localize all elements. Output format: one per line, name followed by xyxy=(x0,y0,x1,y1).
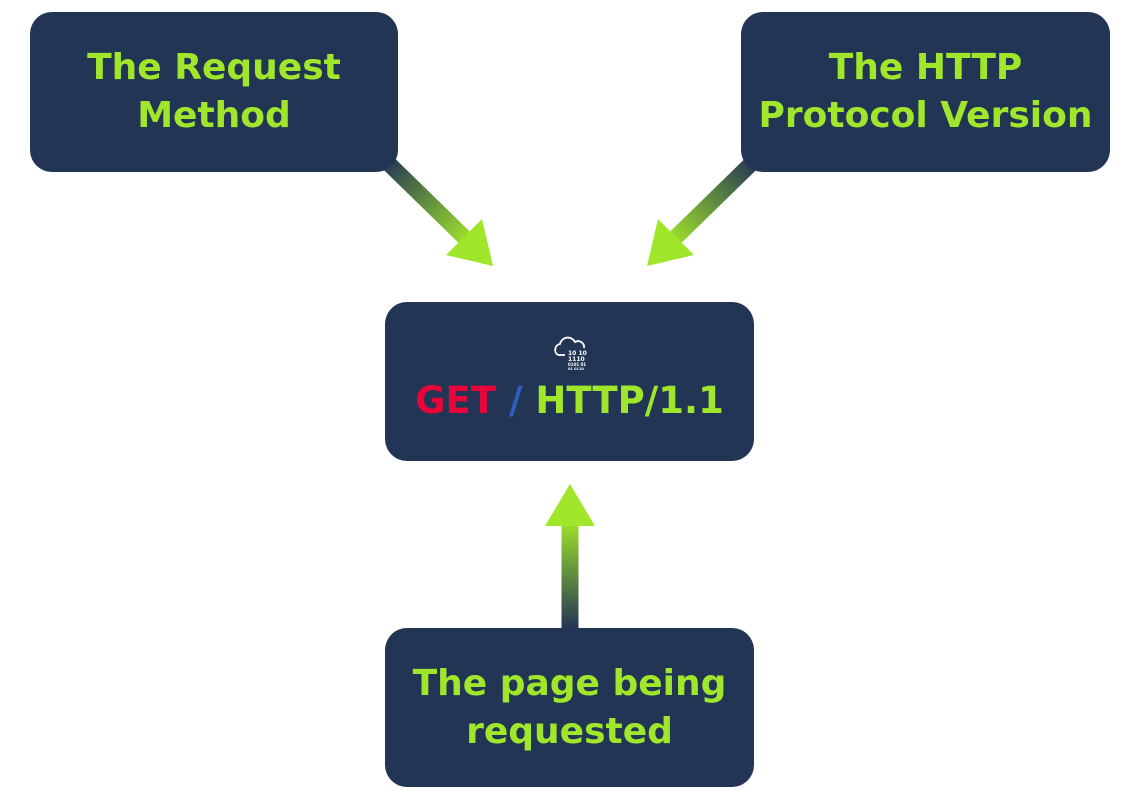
label-line: Method xyxy=(137,95,291,136)
request-method: GET xyxy=(415,378,497,422)
label-line: The HTTP xyxy=(828,47,1023,88)
label-line: requested xyxy=(466,710,673,752)
label-line: The page being xyxy=(412,662,727,704)
cloud-binary-icon: 10 10 1110 0101 01 01 0110 xyxy=(553,336,587,371)
request-method-box: The Request Method xyxy=(30,12,398,172)
protocol-version: HTTP/1.1 xyxy=(535,378,724,422)
request-path: / xyxy=(508,378,523,422)
svg-text:01 0110: 01 0110 xyxy=(568,367,584,371)
protocol-version-box: The HTTP Protocol Version xyxy=(741,12,1110,172)
svg-text:1110: 1110 xyxy=(568,356,585,363)
requested-page-box: The page being requested xyxy=(385,628,754,787)
arrow-version xyxy=(647,154,761,266)
svg-text:10 10: 10 10 xyxy=(568,350,587,357)
label-line: Protocol Version xyxy=(758,95,1093,136)
arrow-page xyxy=(545,484,595,628)
request-line: GET / HTTP/1.1 xyxy=(415,379,724,423)
request-line-box: 10 10 1110 0101 01 01 0110 GET / HTTP/1.… xyxy=(385,302,754,461)
label-line: The Request xyxy=(87,47,341,88)
svg-text:0101 01: 0101 01 xyxy=(568,362,586,367)
arrow-method xyxy=(379,154,493,266)
